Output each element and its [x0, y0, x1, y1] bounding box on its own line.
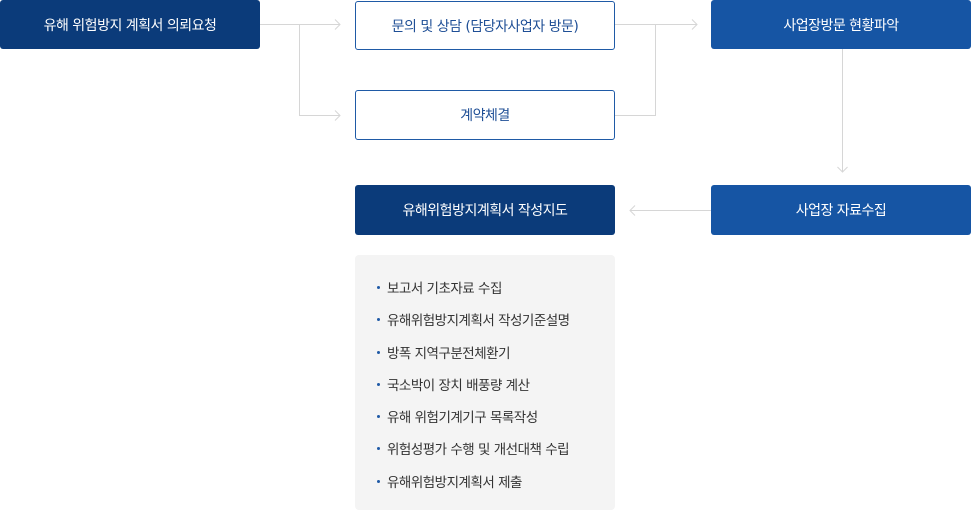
arrow-right-icon [691, 19, 698, 30]
guidance-list: 보고서 기초자료 수집 유해위험방지계획서 작성기준설명 방폭 지역구분전체환기… [375, 277, 615, 503]
connector-contract-visit [614, 24, 656, 116]
list-item: 유해 위험기계기구 목록작성 [375, 406, 615, 438]
guidance-details-panel: 보고서 기초자료 수집 유해위험방지계획서 작성기준설명 방폭 지역구분전체환기… [355, 255, 615, 510]
list-item-label: 유해위험방지계획서 제출 [387, 474, 522, 491]
list-item: 방폭 지역구분전체환기 [375, 342, 615, 374]
step-consult: 문의 및 상담 (담당자사업자 방문) [355, 1, 615, 50]
step-visit: 사업장방문 현황파악 [711, 0, 971, 49]
bullet-icon [377, 350, 380, 354]
list-item: 유해위험방지계획서 제출 [375, 471, 615, 503]
arrow-left-icon [629, 205, 636, 216]
step-contract: 계약체결 [355, 90, 615, 140]
list-item: 유해위험방지계획서 작성기준설명 [375, 309, 615, 341]
list-item-label: 유해위험방지계획서 작성기준설명 [387, 313, 570, 330]
arrow-right-icon [334, 19, 341, 30]
connector-request-contract [299, 24, 340, 116]
bullet-icon [377, 447, 380, 451]
arrow-right-icon [334, 110, 341, 121]
list-item-label: 보고서 기초자료 수집 [387, 281, 502, 297]
list-item-label: 국소박이 장치 배풍량 계산 [387, 377, 530, 394]
step-collect: 사업장 자료수집 [711, 185, 971, 235]
list-item-label: 위험성평가 수행 및 개선대책 수립 [387, 442, 570, 459]
bullet-icon [377, 479, 380, 483]
bullet-icon [377, 382, 380, 386]
list-item: 보고서 기초자료 수집 [375, 277, 615, 309]
step-guidance: 유해위험방지계획서 작성지도 [355, 185, 615, 235]
bullet-icon [377, 415, 380, 419]
list-item: 국소박이 장치 배풍량 계산 [375, 374, 615, 406]
list-item-label: 방폭 지역구분전체환기 [387, 345, 511, 362]
list-item-label: 유해 위험기계기구 목록작성 [387, 410, 538, 427]
bullet-icon [377, 286, 380, 289]
bullet-icon [377, 318, 380, 322]
step-request: 유해 위험방지 계획서 의뢰요청 [0, 0, 260, 49]
arrow-down-icon [837, 166, 848, 173]
list-item: 위험성평가 수행 및 개선대책 수립 [375, 438, 615, 470]
